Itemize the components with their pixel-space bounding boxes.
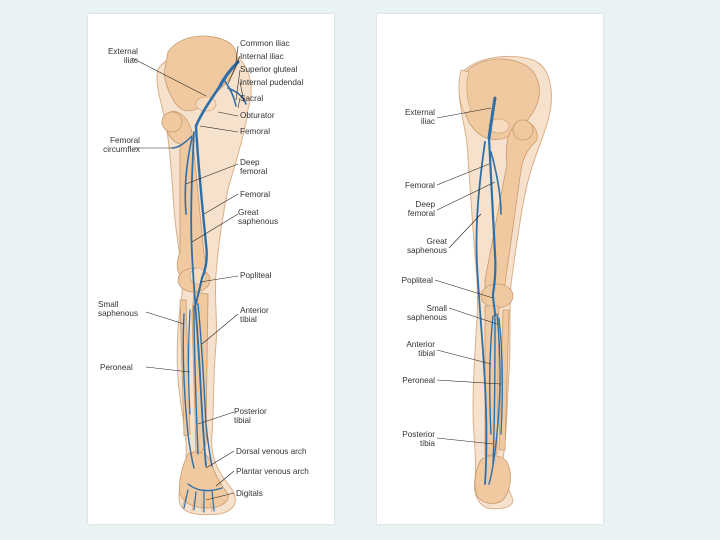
deep-femoral-vein — [184, 137, 193, 215]
femoral-vein — [194, 124, 208, 280]
heel-bones — [474, 455, 511, 504]
dorsal-venous-arch — [187, 483, 223, 492]
posterior-leg-illustration — [434, 55, 552, 510]
femoral-head — [512, 119, 534, 141]
pelvis-bone — [163, 35, 238, 112]
label-common-iliac: Common iliac — [240, 39, 290, 48]
label-anterior-tibial: Anterior tibial — [240, 306, 269, 324]
label-anterior-tibial: Anterior tibial — [406, 340, 435, 358]
label-deep-femoral: Deep femoral — [240, 158, 268, 176]
label-popliteal: Popliteal — [240, 271, 272, 280]
fibula-bone — [179, 299, 191, 437]
toe-bones — [181, 495, 213, 513]
label-internal-iliac: Internal iliac — [240, 52, 284, 61]
label-superior-gluteal: Superior gluteal — [240, 65, 298, 74]
label-deep-femoral: Deep femoral — [407, 200, 435, 218]
label-femoral-circumflex: Femoral circumflex — [103, 136, 140, 154]
label-external-iliac: External iliac — [404, 108, 435, 126]
anterior-leg-illustration — [131, 35, 252, 516]
sacrum — [458, 69, 472, 115]
label-digitals: Digitals — [236, 489, 263, 498]
femoral-head — [161, 111, 183, 133]
popliteal-vein — [195, 277, 203, 305]
foot-bones — [179, 451, 229, 509]
femoral-vein — [487, 136, 497, 296]
label-peroneal: Peroneal — [100, 363, 133, 372]
label-femoral: Femoral — [404, 181, 435, 190]
anterior-tibial-vein — [197, 303, 213, 467]
small-saphenous-vein — [182, 313, 195, 469]
label-great-saphenous: Great saphenous — [406, 237, 447, 255]
digital-veins — [183, 489, 215, 513]
anterior-leg-veins-panel: External iliac Common iliac Internal ili… — [88, 14, 334, 524]
label-external-iliac: External iliac — [107, 47, 138, 65]
peroneal-vein — [187, 309, 191, 415]
femoral-circumflex-vein — [171, 135, 193, 149]
label-sacral: Sacral — [240, 94, 264, 103]
label-dorsal-venous-arch: Dorsal venous arch — [236, 447, 307, 456]
common-iliac-vein — [218, 60, 240, 88]
obturator-foramen — [488, 118, 510, 134]
label-small-saphenous: Small saphenous — [406, 304, 447, 322]
label-posterior-tibia: Posterior tibia — [402, 430, 435, 448]
external-iliac-vein — [194, 84, 222, 128]
posterior-tibial-vein — [193, 305, 199, 455]
small-saphenous-vein — [488, 313, 501, 485]
deep-femoral-vein — [490, 151, 502, 215]
label-femoral-upper: Femoral — [240, 127, 271, 136]
label-plantar-venous-arch: Plantar venous arch — [236, 467, 309, 476]
label-femoral: Femoral — [240, 190, 271, 199]
label-popliteal: Popliteal — [401, 276, 433, 285]
popliteal-vein — [492, 293, 496, 317]
label-obturator: Obturator — [240, 111, 275, 120]
anterior-tibial-vein — [489, 315, 494, 435]
label-great-saphenous: Great saphenous — [238, 208, 279, 226]
peroneal-vein — [498, 317, 503, 435]
label-posterior-tibial: Posterior tibial — [234, 407, 267, 425]
right-leader-lines — [434, 107, 502, 445]
external-iliac-vein — [487, 96, 497, 140]
femur-bone — [484, 121, 538, 294]
posterior-tibial-vein — [492, 317, 496, 465]
posterior-leg-veins-panel: External iliac Femoral Deep femoral Grea… — [377, 14, 603, 524]
label-internal-pudendal: Internal pudendal — [240, 78, 304, 87]
left-leader-lines — [131, 45, 245, 501]
label-small-saphenous: Small saphenous — [98, 300, 139, 318]
label-peroneal: Peroneal — [402, 376, 435, 385]
internal-iliac-vein — [223, 79, 247, 107]
